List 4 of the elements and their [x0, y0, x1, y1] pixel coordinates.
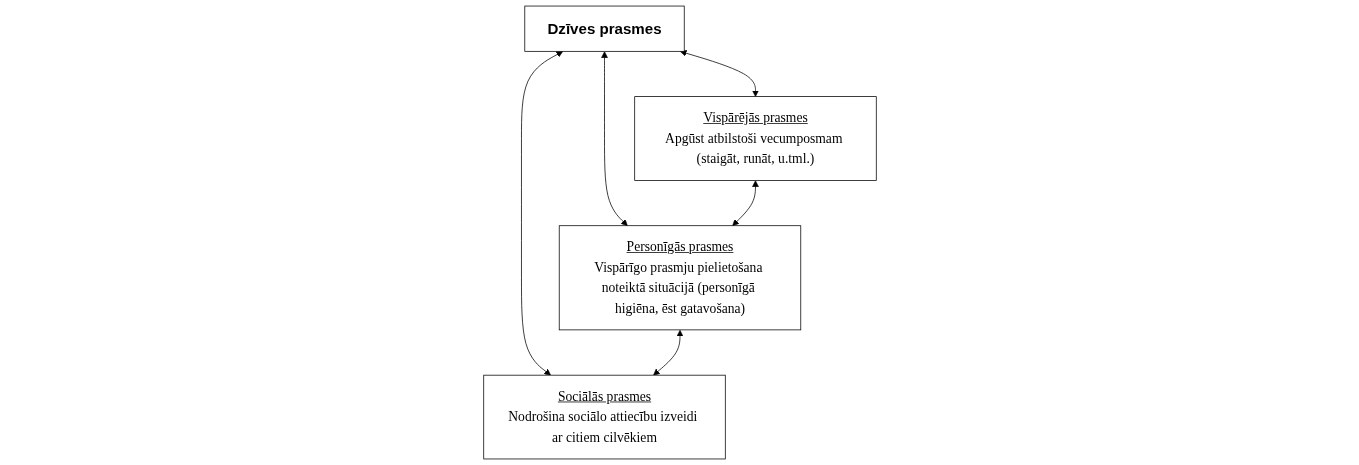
node-box: Dzīves prasmes [523, 5, 685, 52]
node-box: Vispārējās prasmes Apgūst atbilstoši vecumposmam (staigāt, runāt, u.tml.) [633, 96, 877, 181]
node-box: Sociālās prasmes Nodrošina sociālo attiecību izveidi ar citiem cilvēkiem [482, 374, 726, 460]
node-box: Personīgās prasmes Vispārīgo prasmju pielietošana noteiktā situācijā (personīgā higiēna, ēst gatavošana) [558, 225, 801, 331]
